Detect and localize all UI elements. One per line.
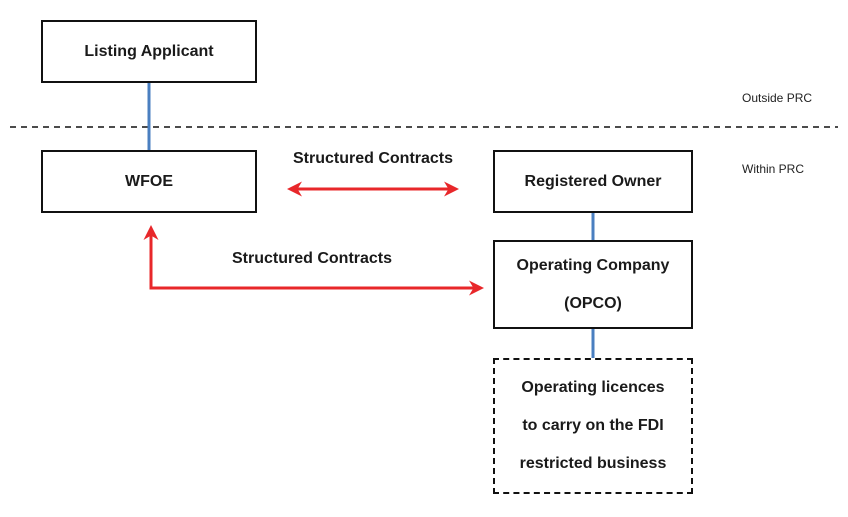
listing-applicant-box: Listing Applicant — [41, 20, 257, 83]
registered-owner-label: Registered Owner — [524, 172, 662, 190]
structured-contracts-label-bottom: Structured Contracts — [232, 250, 393, 267]
licences-label-line-2: to carry on the FDI — [522, 417, 664, 434]
opco-box: Operating Company (OPCO) — [493, 240, 693, 329]
licences-label-line-3: restricted business — [519, 455, 667, 472]
contract-arrow-bottom — [143, 225, 484, 296]
operating-licences-box: Operating licences to carry on the FDI r… — [493, 358, 693, 494]
wfoe-label: WFOE — [125, 172, 173, 190]
opco-label-line-1: Operating Company — [516, 256, 670, 274]
registered-owner-box: Registered Owner — [493, 150, 693, 213]
structured-contracts-label-top: Structured Contracts — [293, 150, 454, 167]
within-prc-label: Within PRC — [742, 162, 805, 176]
opco-label-line-2: (OPCO) — [564, 294, 622, 312]
listing-applicant-label: Listing Applicant — [84, 42, 214, 60]
outside-prc-label: Outside PRC — [742, 91, 813, 105]
wfoe-box: WFOE — [41, 150, 257, 213]
licences-label-line-1: Operating licences — [521, 379, 665, 396]
